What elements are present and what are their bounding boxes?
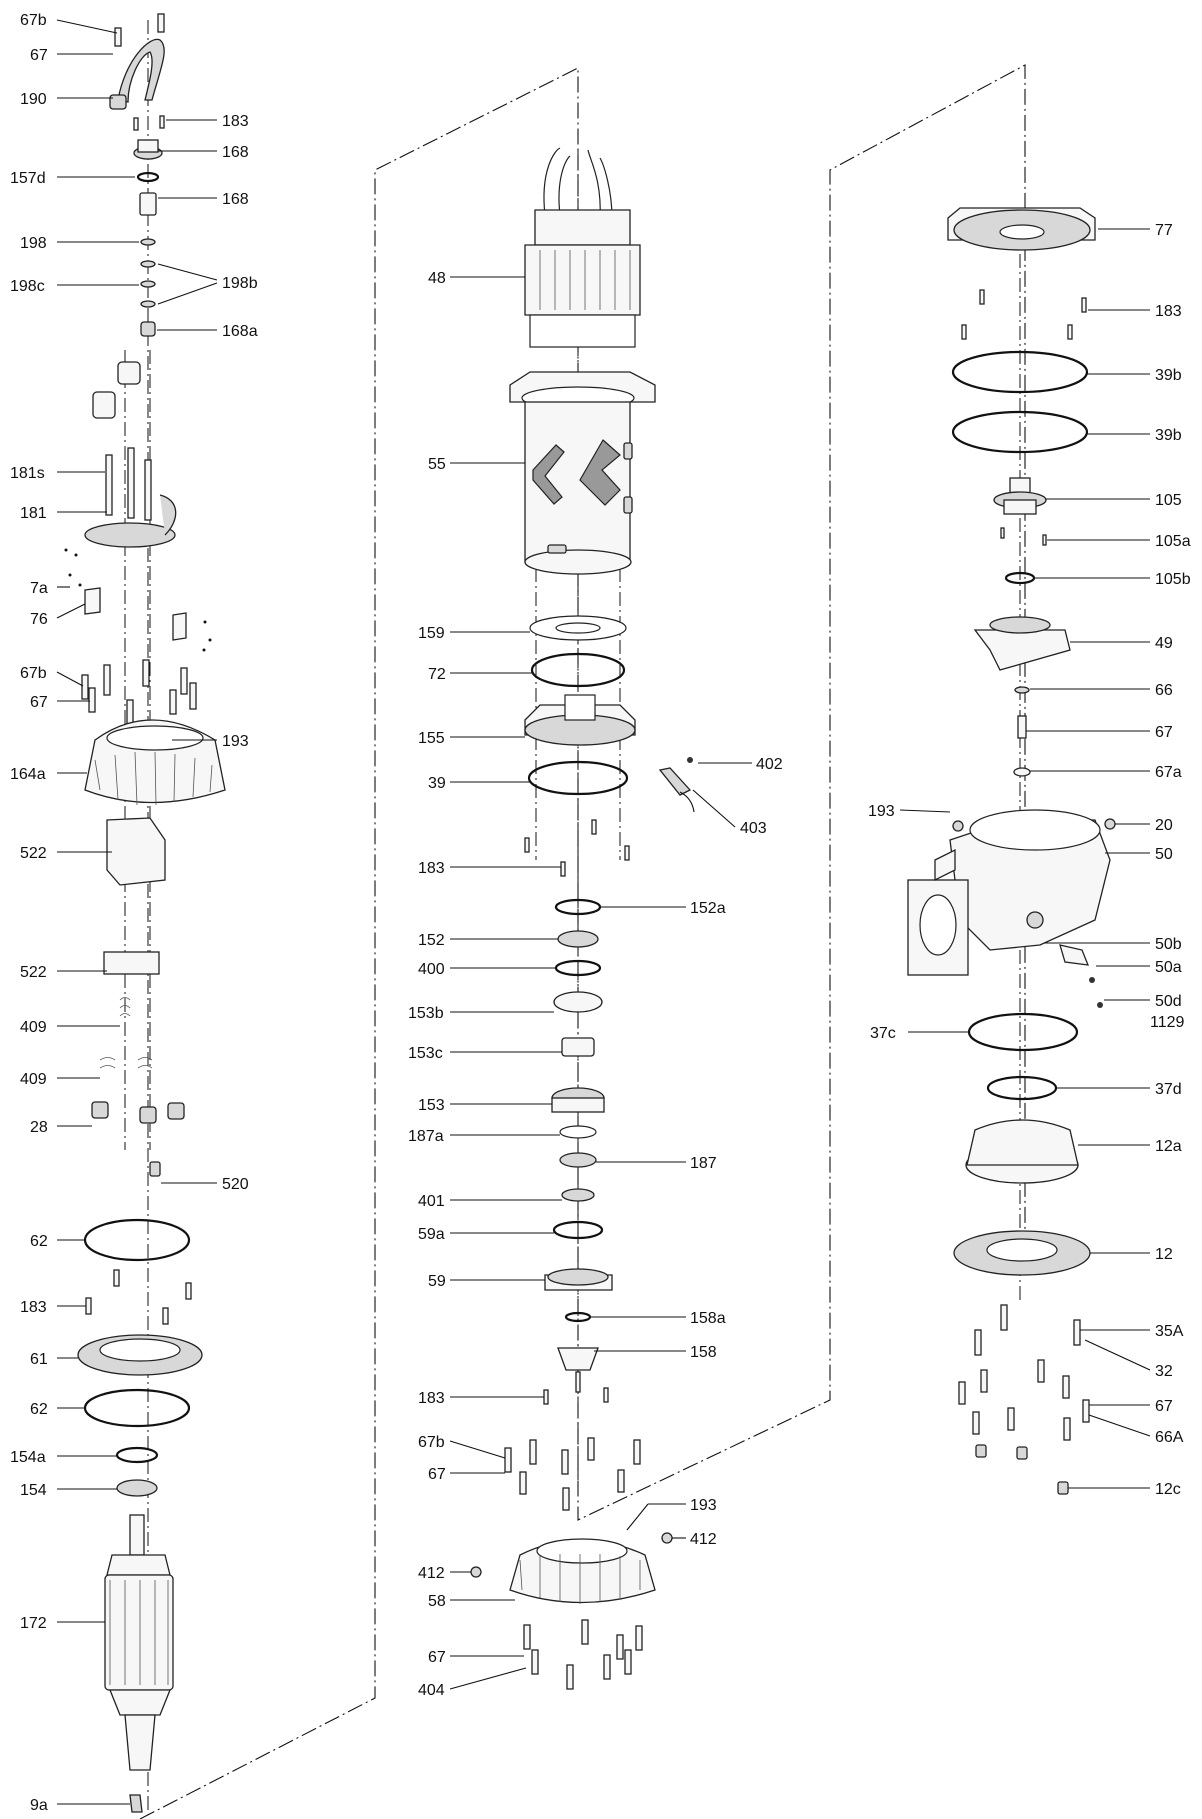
part-label-155: 155	[418, 730, 445, 747]
part-label-7a: 7a	[30, 580, 48, 597]
part-label-153: 153	[418, 1097, 445, 1114]
part-label-153b: 153b	[408, 1005, 444, 1022]
part-label-198b: 198b	[222, 275, 258, 292]
part-label-55: 55	[428, 456, 446, 473]
part-label-67: 67	[30, 694, 48, 711]
part-label-59a: 59a	[418, 1226, 445, 1243]
part-label-409: 409	[20, 1019, 47, 1036]
part-label-9a: 9a	[30, 1797, 48, 1814]
part-label-105b: 105b	[1155, 571, 1191, 588]
part-label-154: 154	[20, 1482, 47, 1499]
middle-column-parts	[470, 147, 695, 1690]
part-label-62: 62	[30, 1233, 48, 1250]
part-labels: 67b 67 190 183 168 157d 168 198 198c 198…	[10, 12, 1191, 1814]
part-label-183: 183	[1155, 303, 1182, 320]
part-label-193: 193	[868, 803, 895, 820]
part-label-158: 158	[690, 1344, 717, 1361]
part-label-193: 193	[222, 733, 249, 750]
part-label-522: 522	[20, 964, 47, 981]
part-label-403: 403	[740, 820, 767, 837]
part-label-154a: 154a	[10, 1449, 46, 1466]
part-label-67b: 67b	[418, 1434, 445, 1451]
part-label-49: 49	[1155, 635, 1173, 652]
part-label-1129: 1129	[1150, 1014, 1185, 1031]
part-label-401: 401	[418, 1193, 445, 1210]
part-label-198c: 198c	[10, 278, 45, 295]
part-label-187: 187	[690, 1155, 717, 1172]
part-label-105: 105	[1155, 492, 1182, 509]
part-label-412: 412	[418, 1565, 445, 1582]
part-label-190: 190	[20, 91, 47, 108]
part-label-67: 67	[30, 47, 48, 64]
part-label-20: 20	[1155, 817, 1173, 834]
part-label-28: 28	[30, 1119, 48, 1136]
part-label-12a: 12a	[1155, 1138, 1182, 1155]
leader-lines	[56, 19, 1151, 1805]
part-label-168: 168	[222, 191, 249, 208]
part-label-520: 520	[222, 1176, 249, 1193]
part-label-39: 39	[428, 775, 446, 792]
part-label-67a: 67a	[1155, 764, 1182, 781]
part-label-50a: 50a	[1155, 959, 1182, 976]
part-label-153c: 153c	[408, 1045, 443, 1062]
part-label-32: 32	[1155, 1363, 1173, 1380]
part-label-66A: 66A	[1155, 1429, 1184, 1446]
part-label-66: 66	[1155, 682, 1173, 699]
part-label-158a: 158a	[690, 1310, 726, 1327]
part-label-152: 152	[418, 932, 445, 949]
part-label-168: 168	[222, 144, 249, 161]
part-label-48: 48	[428, 270, 446, 287]
part-label-412: 412	[690, 1531, 717, 1548]
part-label-12: 12	[1155, 1246, 1173, 1263]
part-label-35A: 35A	[1155, 1323, 1184, 1340]
part-label-183: 183	[418, 860, 445, 877]
part-label-62: 62	[30, 1401, 48, 1418]
part-label-67b: 67b	[20, 665, 47, 682]
part-label-67: 67	[1155, 1398, 1173, 1415]
part-label-198: 198	[20, 235, 47, 252]
part-label-72: 72	[428, 666, 446, 683]
part-label-58: 58	[428, 1593, 446, 1610]
part-label-59: 59	[428, 1273, 446, 1290]
part-label-187a: 187a	[408, 1128, 444, 1145]
part-label-39b: 39b	[1155, 367, 1182, 384]
part-label-181s: 181s	[10, 465, 45, 482]
part-label-168a: 168a	[222, 323, 258, 340]
part-label-67: 67	[428, 1466, 446, 1483]
part-label-37d: 37d	[1155, 1081, 1182, 1098]
part-label-67: 67	[428, 1649, 446, 1666]
part-label-50d: 50d	[1155, 993, 1182, 1010]
assembly-frame-lines	[139, 64, 1026, 1819]
part-label-522: 522	[20, 845, 47, 862]
part-label-37c: 37c	[870, 1025, 896, 1042]
part-label-77: 77	[1155, 222, 1173, 239]
part-label-159: 159	[418, 625, 445, 642]
part-label-76: 76	[30, 611, 48, 628]
right-column-parts	[907, 207, 1116, 1495]
part-label-12c: 12c	[1155, 1481, 1181, 1498]
part-label-50: 50	[1155, 846, 1173, 863]
part-label-400: 400	[418, 961, 445, 978]
part-label-152a: 152a	[690, 900, 726, 917]
part-label-61: 61	[30, 1351, 48, 1368]
part-label-50b: 50b	[1155, 936, 1182, 953]
part-label-67b: 67b	[20, 12, 47, 29]
part-label-172: 172	[20, 1615, 47, 1632]
part-label-67: 67	[1155, 724, 1173, 741]
part-label-193: 193	[690, 1497, 717, 1514]
left-column-parts	[64, 13, 226, 1813]
part-label-181: 181	[20, 505, 47, 522]
part-label-409: 409	[20, 1071, 47, 1088]
part-label-164a: 164a	[10, 766, 46, 783]
part-label-183: 183	[20, 1299, 47, 1316]
part-label-157d: 157d	[10, 170, 46, 187]
part-label-183: 183	[222, 113, 249, 130]
part-label-183: 183	[418, 1390, 445, 1407]
part-label-402: 402	[756, 756, 783, 773]
part-label-404: 404	[418, 1682, 445, 1699]
part-label-39b: 39b	[1155, 427, 1182, 444]
part-label-105a: 105a	[1155, 533, 1191, 550]
